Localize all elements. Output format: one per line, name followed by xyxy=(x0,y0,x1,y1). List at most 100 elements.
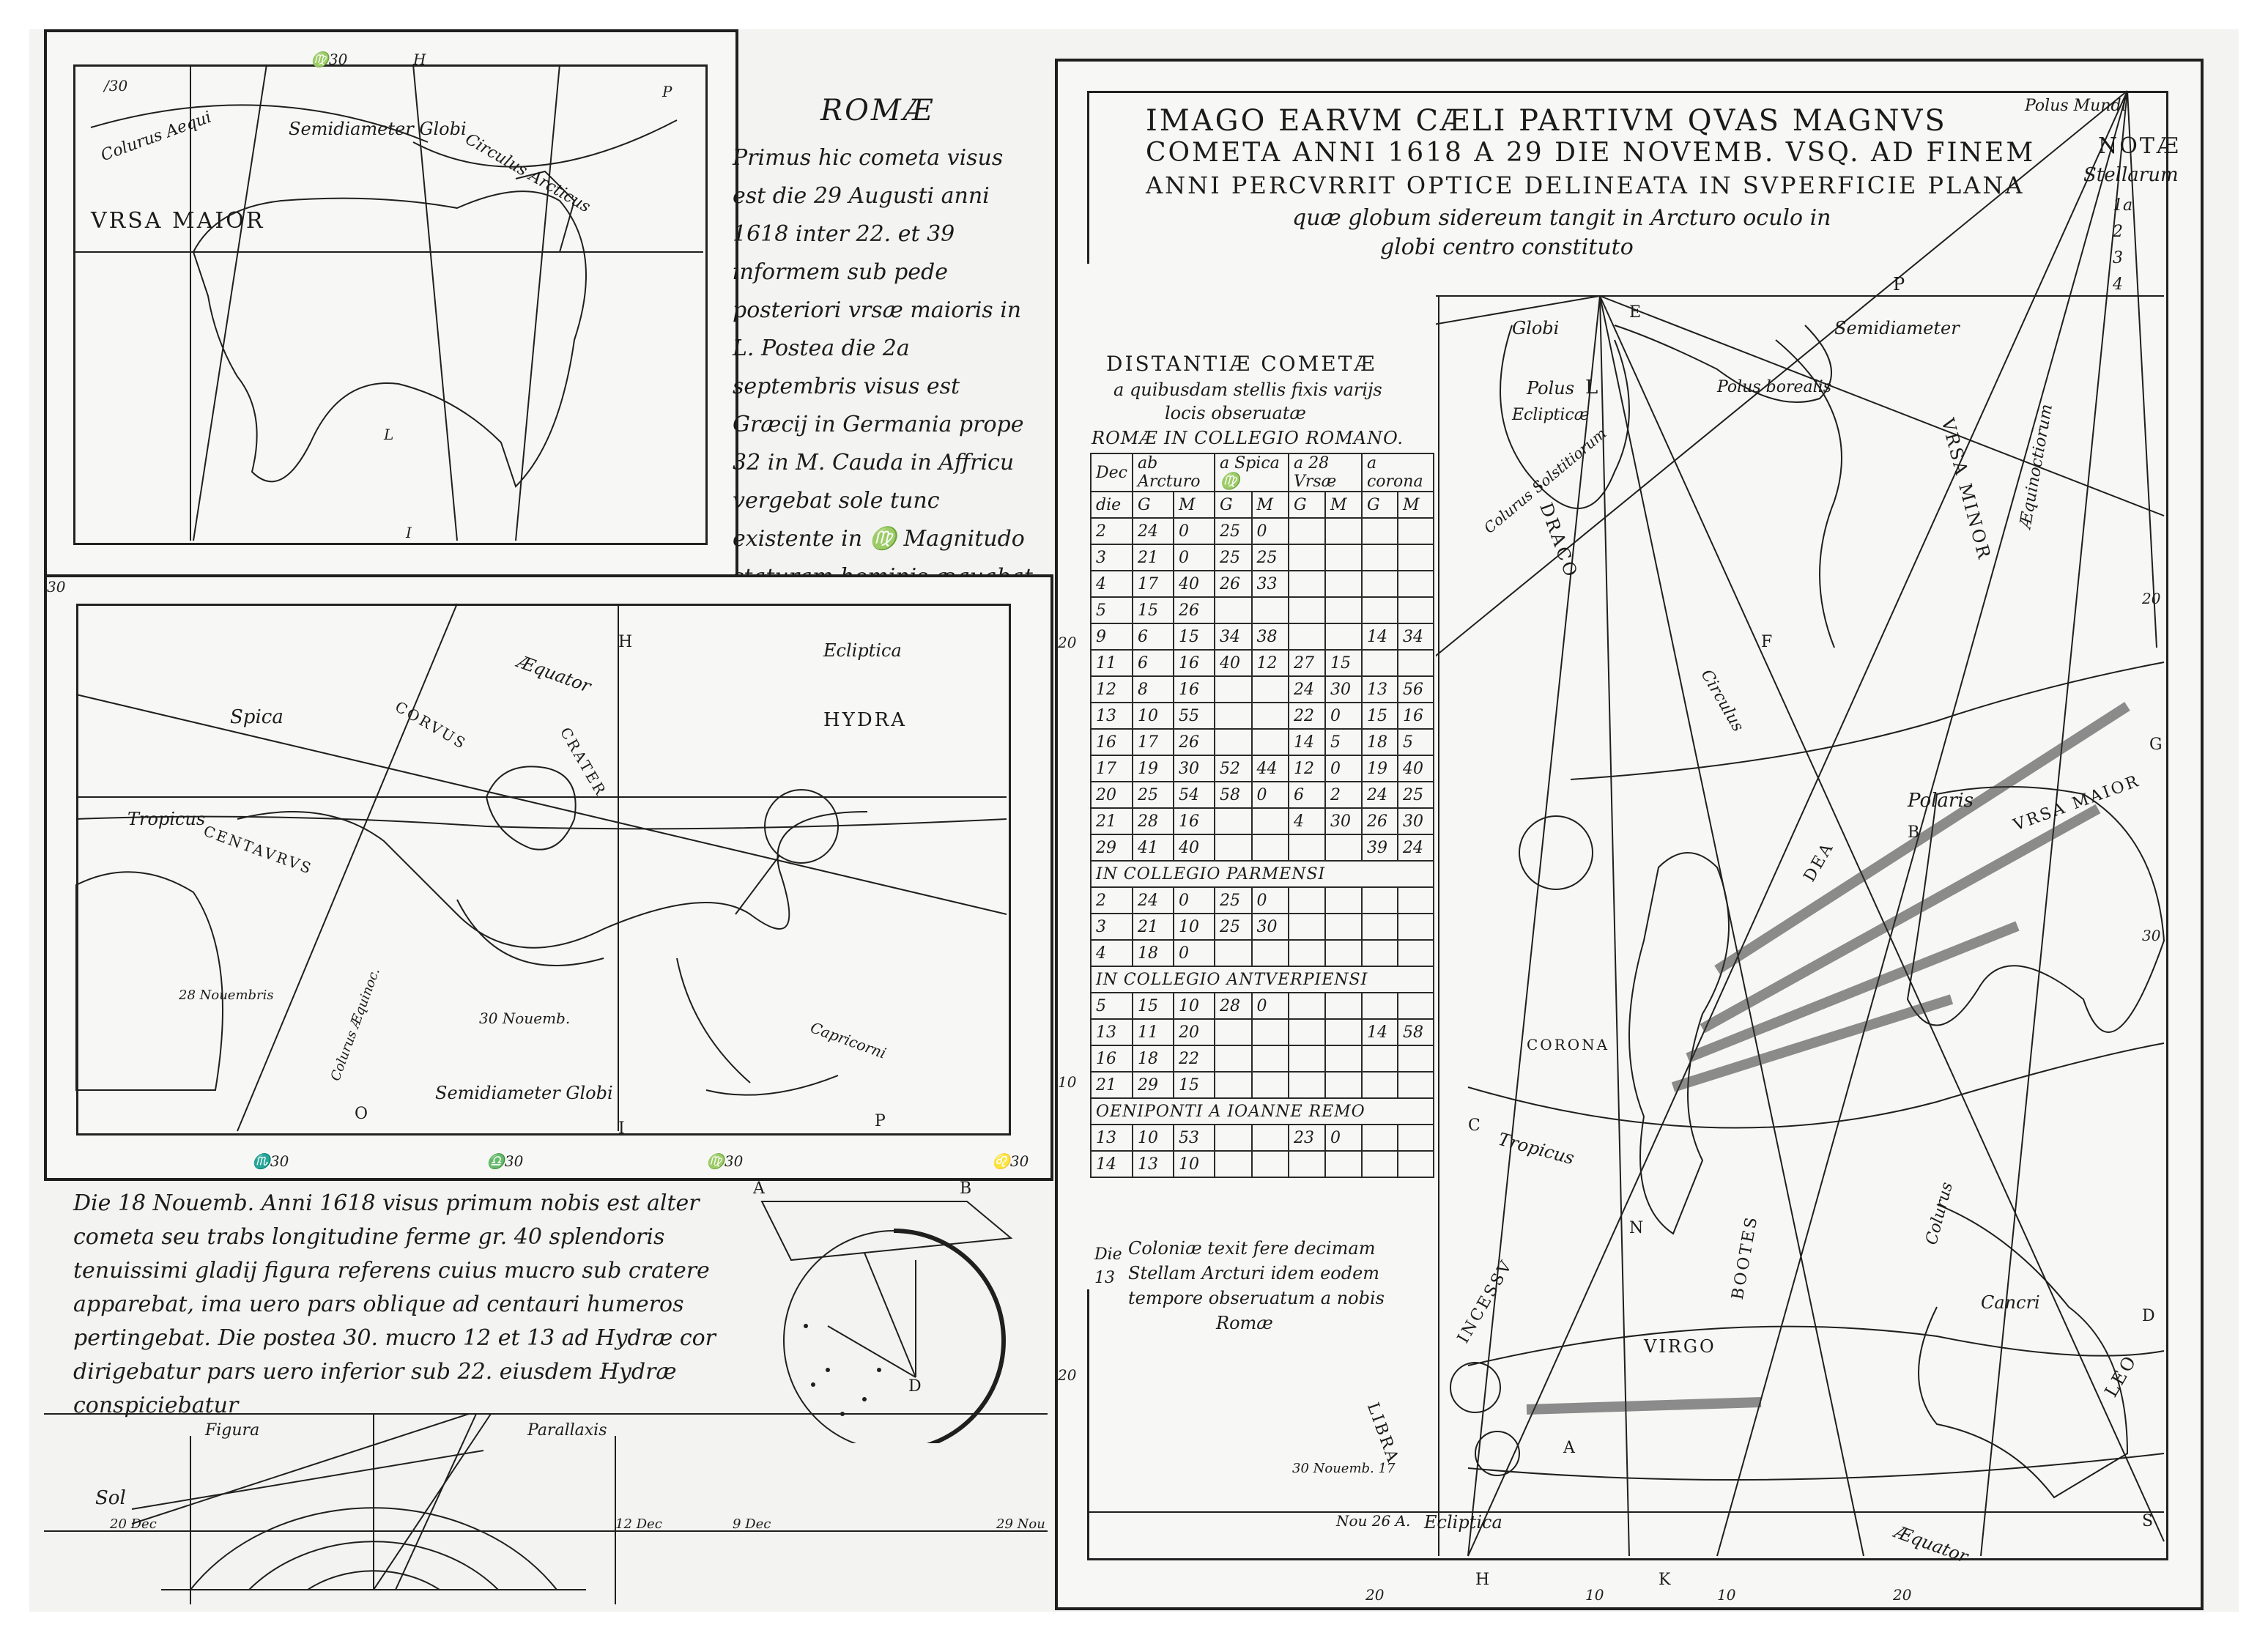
table-cell: 30 xyxy=(1250,913,1289,941)
table-cell xyxy=(1250,1045,1289,1073)
table-cell xyxy=(1287,544,1326,571)
map-label-polus-borealis: Polus borealis xyxy=(1717,378,1831,396)
table-cell: 0 xyxy=(1324,755,1363,782)
map-label-d: D xyxy=(2142,1307,2155,1325)
table-cell: 40 xyxy=(1214,649,1253,677)
table-cell xyxy=(1287,1150,1326,1178)
table-cell: 22 xyxy=(1173,1045,1216,1073)
table-cell: 24 xyxy=(1360,781,1398,809)
table-cell: 18 xyxy=(1131,939,1175,967)
table-cell: 16 xyxy=(1173,675,1216,703)
map-label-cancri: Cancri xyxy=(1981,1292,2040,1313)
table-cell: 10 xyxy=(1173,992,1216,1020)
parallax-drawing xyxy=(44,1413,1048,1604)
table-cell xyxy=(1250,1018,1289,1046)
table-cell: 8 xyxy=(1131,675,1175,703)
table-cell xyxy=(1360,1071,1398,1099)
table-cell: 18 xyxy=(1131,1045,1175,1073)
table-cell: 15 xyxy=(1360,702,1398,730)
table-cell: 13 xyxy=(1090,1124,1133,1152)
header-spica: a Spica ♍ xyxy=(1214,453,1289,492)
table-cell: 0 xyxy=(1250,781,1289,809)
table-cell xyxy=(1287,992,1326,1020)
table-cell: 40 xyxy=(1173,834,1216,862)
notae-item-3: 3 xyxy=(2113,249,2123,267)
globe-figure: A B D xyxy=(747,1179,1055,1443)
table-cell: 26 xyxy=(1173,596,1216,624)
table-header-sub: die G M G M G M G M xyxy=(1090,491,1435,519)
table-cell: 13 xyxy=(1131,1150,1175,1178)
map-label-globi: Globi xyxy=(1512,318,1560,338)
table-cell xyxy=(1287,570,1326,598)
header-arcturo: ab Arcturo xyxy=(1131,453,1216,492)
table-cell xyxy=(1324,1150,1363,1178)
table-cell: 10 xyxy=(1173,1150,1216,1178)
table-cell xyxy=(1214,834,1253,862)
svg-text:L: L xyxy=(383,426,393,443)
table-cell: 5 xyxy=(1324,728,1363,756)
table-cell: 0 xyxy=(1173,517,1216,545)
map-label-n: N xyxy=(1629,1219,1644,1237)
table-cell xyxy=(1287,1071,1326,1099)
table-cell xyxy=(1324,1045,1363,1073)
table-cell: 15 xyxy=(1324,649,1363,677)
map-label-s: S xyxy=(2142,1512,2154,1530)
hydra-h-letter: H xyxy=(618,633,633,651)
table-cell xyxy=(1287,623,1326,651)
table-cell xyxy=(1360,649,1398,677)
table-cell: 54 xyxy=(1173,781,1216,809)
table-cell xyxy=(1287,834,1326,862)
table-cell: 21 xyxy=(1131,913,1175,941)
table-cell: 21 xyxy=(1131,544,1175,571)
map-label-ecliptica: Ecliptica xyxy=(1424,1512,1502,1533)
table-cell xyxy=(1396,1071,1435,1099)
svg-text:20: 20 xyxy=(2141,590,2161,607)
table-cell: 34 xyxy=(1396,623,1435,651)
colonia-num: 13 xyxy=(1094,1269,1115,1287)
table-cell: 24 xyxy=(1131,517,1175,545)
main-title-line3: ANNI PERCVRRIT OPTICE DELINEATA IN SVPER… xyxy=(1146,171,2025,199)
table-cell xyxy=(1360,886,1398,914)
globe-b-letter: B xyxy=(960,1179,972,1198)
die18-paragraph: Die 18 Nouemb. Anni 1618 visus primum no… xyxy=(73,1190,716,1418)
table-cell xyxy=(1250,939,1289,967)
section-antverp: IN COLLEGIO ANTVERPIENSI xyxy=(1090,966,1434,993)
table-cell: 24 xyxy=(1131,886,1175,914)
header-g: G xyxy=(1287,491,1326,519)
table-cell: 23 xyxy=(1287,1124,1326,1152)
table-cell: 26 xyxy=(1360,807,1398,835)
table-cell xyxy=(1250,1071,1289,1099)
map-label-virgo: VIRGO xyxy=(1644,1336,1716,1357)
semidiameter-globi-label: Semidiameter Globi xyxy=(435,1083,613,1103)
table-cell: 15 xyxy=(1173,623,1216,651)
table-cell xyxy=(1360,1150,1398,1178)
table-cell xyxy=(1214,702,1253,730)
romae-text-block: ROMÆ Primus hic cometa visus est die 29 … xyxy=(733,59,1040,590)
table-cell xyxy=(1360,596,1398,624)
table-cell xyxy=(1324,544,1363,571)
table-cell: 19 xyxy=(1360,755,1398,782)
map-label-polaris: Polaris xyxy=(1908,790,1974,812)
main-subtitle-line2: globi centro constituto xyxy=(1380,234,1634,260)
table-cell xyxy=(1214,807,1253,835)
map-label-e: E xyxy=(1629,303,1642,322)
notae-item-4: 4 xyxy=(2113,275,2123,294)
table-cell xyxy=(1360,570,1398,598)
table-cell: 0 xyxy=(1324,702,1363,730)
table-cell: 39 xyxy=(1360,834,1398,862)
map-label-p: P xyxy=(1893,274,1905,295)
table-cell: 22 xyxy=(1287,702,1326,730)
table-cell: 11 xyxy=(1131,1018,1175,1046)
table-cell xyxy=(1287,886,1326,914)
table-cell: 15 xyxy=(1131,596,1175,624)
table-cell xyxy=(1360,544,1398,571)
